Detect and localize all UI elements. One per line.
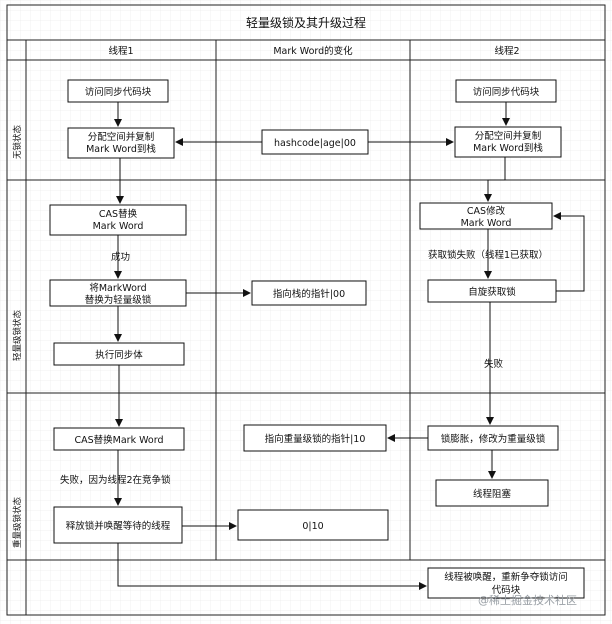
node-t2-block: 线程阻塞: [435, 479, 549, 507]
node-markword-heavy-pointer: 指向重量级锁的指针|10: [243, 424, 387, 452]
svg-text:线程被唤醒，重新争夺锁访问: 线程被唤醒，重新争夺锁访问: [444, 571, 568, 583]
svg-text:线程阻塞: 线程阻塞: [473, 488, 512, 500]
svg-text:0|10: 0|10: [302, 521, 323, 532]
svg-text:Mark Word到栈: Mark Word到栈: [473, 142, 543, 154]
svg-text:Mark Word: Mark Word: [461, 218, 512, 229]
svg-text:锁膨胀，修改为重量级锁: 锁膨胀，修改为重量级锁: [441, 433, 546, 445]
svg-text:Mark Word到栈: Mark Word到栈: [86, 143, 156, 155]
column-header-thread1: 线程1: [108, 45, 133, 57]
row-label-heavyweight: 重量级锁状态: [12, 496, 23, 548]
svg-text:访问同步代码块: 访问同步代码块: [473, 86, 540, 98]
svg-text:替换为轻量级锁: 替换为轻量级锁: [85, 294, 152, 306]
svg-text:释放锁并唤醒等待的线程: 释放锁并唤醒等待的线程: [66, 520, 171, 532]
svg-text:指向栈的指针|00: 指向栈的指针|00: [273, 288, 345, 300]
edge-label-fail: 失败: [484, 358, 504, 370]
node-t1-access: 访问同步代码块: [67, 79, 169, 103]
svg-text:Mark Word: Mark Word: [93, 221, 144, 232]
node-markword-hash: hashcode|age|00: [261, 129, 369, 155]
svg-text:自旋获取锁: 自旋获取锁: [468, 286, 516, 298]
edge-label-success: 成功: [111, 251, 130, 263]
node-t2-inflate: 锁膨胀，修改为重量级锁: [427, 425, 559, 451]
svg-text:指向重量级锁的指针|10: 指向重量级锁的指针|10: [265, 433, 366, 445]
watermark: @稀土掘金技术社区: [478, 593, 577, 607]
connectors: [114, 102, 585, 590]
svg-text:分配空间并复制: 分配空间并复制: [88, 131, 155, 143]
svg-text:CAS替换: CAS替换: [99, 208, 138, 220]
node-t1-cas2: CAS替换Mark Word: [53, 427, 185, 451]
node-t2-spin: 自旋获取锁: [427, 279, 557, 303]
arrow-spin-loop: [553, 212, 585, 292]
svg-text:访问同步代码块: 访问同步代码块: [85, 86, 152, 98]
node-markword-stack-pointer: 指向栈的指针|00: [251, 280, 367, 306]
node-t2-wake: 线程被唤醒，重新争夺锁访问 代码块: [427, 567, 585, 599]
svg-text:代码块: 代码块: [492, 584, 521, 596]
column-header-thread2: 线程2: [494, 45, 519, 57]
edge-label-t1-fail-contend: 失败，因为线程2在竞争锁: [60, 474, 171, 486]
svg-text:hashcode|age|00: hashcode|age|00: [274, 138, 356, 149]
node-t2-access: 访问同步代码块: [455, 79, 557, 103]
svg-text:将MarkWord: 将MarkWord: [89, 283, 146, 294]
node-t1-alloc: 分配空间并复制 Mark Word到栈: [67, 127, 175, 159]
svg-text:分配空间并复制: 分配空间并复制: [475, 130, 542, 142]
arrow-release-wake: [117, 543, 427, 590]
column-header-markword: Mark Word的变化: [273, 45, 353, 57]
svg-text:CAS替换Mark Word: CAS替换Mark Word: [74, 434, 163, 446]
node-t1-replace: 将MarkWord 替换为轻量级锁: [49, 279, 187, 307]
node-markword-010: 0|10: [237, 509, 389, 541]
node-t1-cas: CAS替换 Mark Word: [49, 204, 187, 236]
arrow-t2-alloc-cas: [484, 157, 506, 202]
node-t2-alloc: 分配空间并复制 Mark Word到栈: [454, 126, 562, 158]
svg-text:CAS修改: CAS修改: [467, 205, 506, 217]
diagram-title: 轻量级锁及其升级过程: [246, 15, 366, 30]
node-t1-release: 释放锁并唤醒等待的线程: [53, 506, 183, 544]
svg-text:执行同步体: 执行同步体: [95, 349, 143, 361]
row-label-unlocked: 无锁状态: [12, 124, 23, 159]
row-label-lightweight: 轻量级锁状态: [12, 309, 23, 361]
node-t1-exec: 执行同步体: [53, 342, 185, 366]
node-t2-cas: CAS修改 Mark Word: [419, 202, 553, 230]
